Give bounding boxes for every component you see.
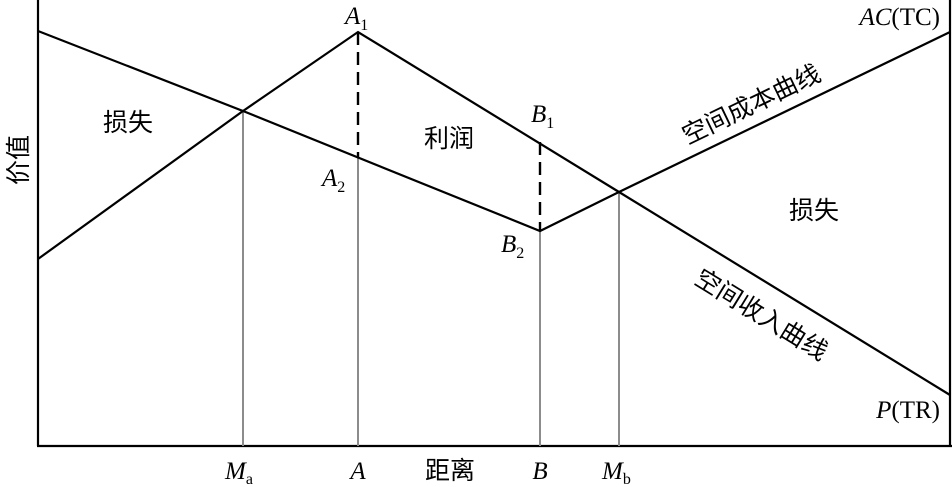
region-loss-right: 损失 bbox=[789, 196, 839, 225]
x-axis-label: 距离 bbox=[425, 456, 475, 485]
region-loss-left: 损失 bbox=[103, 108, 153, 137]
cost-curve bbox=[37, 31, 951, 260]
region-profit: 利润 bbox=[424, 124, 474, 153]
revenue-curve-symbol: P(TR) bbox=[875, 397, 940, 424]
revenue-curve bbox=[37, 29, 951, 396]
cost-curve-symbol: AC(TC) bbox=[857, 4, 940, 31]
point-label-b2: B2 bbox=[501, 231, 524, 262]
reference-lines bbox=[242, 111, 620, 446]
tick-label-ma: Ma bbox=[224, 458, 253, 487]
axes-frame bbox=[36, 0, 952, 448]
point-label-b1: B1 bbox=[531, 101, 554, 132]
point-label-a2: A2 bbox=[320, 165, 345, 196]
tick-label-a: A bbox=[348, 458, 366, 485]
y-axis-label: 价值 bbox=[4, 135, 33, 185]
cost-curve-label: 空间成本曲线 bbox=[677, 59, 825, 150]
tick-label-b: B bbox=[532, 458, 547, 485]
point-label-a1: A1 bbox=[343, 3, 368, 34]
tick-label-mb: Mb bbox=[601, 458, 631, 487]
